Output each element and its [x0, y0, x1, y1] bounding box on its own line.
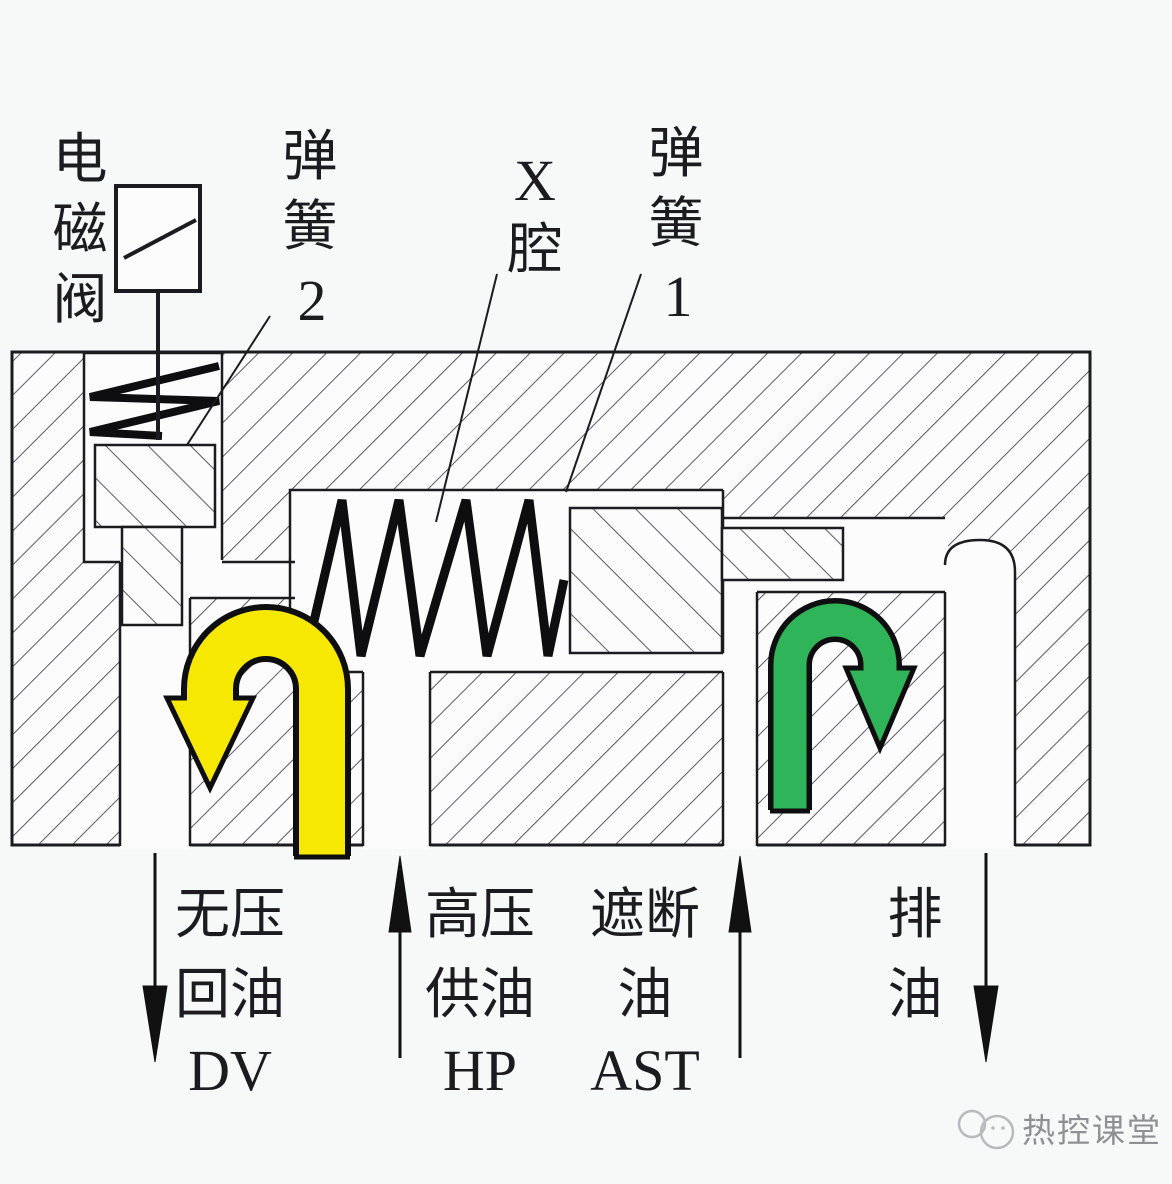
drain-channel — [945, 540, 1015, 849]
return-flow-arrow-band — [187, 610, 345, 856]
dv-label-line-1: 无压 — [175, 884, 285, 945]
pilot-plunger — [93, 443, 217, 627]
ast-label-line-1: 遮断 — [590, 884, 700, 945]
solenoid-label-char-3: 阀 — [52, 269, 107, 330]
drain-port-arrow-down — [973, 853, 999, 1063]
x-chamber-label-char-2: 腔 — [507, 219, 562, 280]
spring1-label-number: 1 — [664, 264, 693, 329]
link-channel — [180, 560, 295, 598]
ast-label-code: AST — [590, 1038, 700, 1103]
hp-label-line-1: 高压 — [425, 884, 535, 945]
watermark-text: 热控课堂 — [1022, 1113, 1162, 1150]
dv-label-code: DV — [188, 1038, 272, 1103]
drain-label-line-1: 排 — [887, 884, 942, 945]
return-flow-arrow — [163, 604, 351, 860]
x-chamber-leader — [435, 273, 498, 523]
drain-flow-arrow-band — [773, 603, 897, 810]
x-chamber-label-char-1: X — [514, 148, 556, 213]
main-piston — [568, 506, 845, 655]
chat-bubbles-logo-icon — [957, 1109, 1015, 1150]
solenoid-symbol — [114, 184, 202, 440]
ast-channel — [723, 578, 757, 849]
spring1-label-char-1: 弹 — [648, 123, 703, 184]
drain-label-line-2: 油 — [887, 964, 942, 1025]
spring2-label-number: 2 — [298, 268, 327, 333]
spring1-label-char-2: 簧 — [648, 193, 703, 254]
valve-body — [10, 350, 1092, 849]
drain-flow-arrow — [768, 598, 918, 814]
dv-label-line-2: 回油 — [175, 964, 285, 1025]
hp-channel — [363, 670, 430, 849]
watermark: 热控课堂 — [957, 1109, 1162, 1150]
dv-port-arrow-down — [142, 853, 168, 1063]
leader-lines — [186, 273, 642, 523]
spring2-label-char-1: 弹 — [282, 126, 337, 187]
spring2-leader — [186, 315, 271, 446]
hp-label-line-2: 供油 — [425, 964, 535, 1025]
port-labels: 无压 回油 DV 高压 供油 HP 遮断 油 AST 排 油 — [175, 884, 943, 1103]
spring-1 — [301, 498, 569, 658]
spring1-leader — [565, 273, 642, 493]
ast-port-arrow-up — [728, 855, 752, 1058]
spring2-label-char-2: 簧 — [282, 196, 337, 257]
hp-port-arrow-up — [388, 855, 412, 1058]
solenoid-label-char-1: 电 — [52, 129, 107, 190]
solenoid-slash-icon — [123, 218, 197, 260]
ast-label-line-2: 油 — [617, 964, 672, 1025]
spring-2 — [89, 362, 220, 440]
top-labels: 电 磁 阀 弹 簧 2 X 腔 弹 簧 1 — [52, 123, 703, 333]
solenoid-label-char-2: 磁 — [52, 199, 107, 260]
port-arrows — [142, 853, 999, 1063]
hp-label-code: HP — [443, 1038, 517, 1103]
